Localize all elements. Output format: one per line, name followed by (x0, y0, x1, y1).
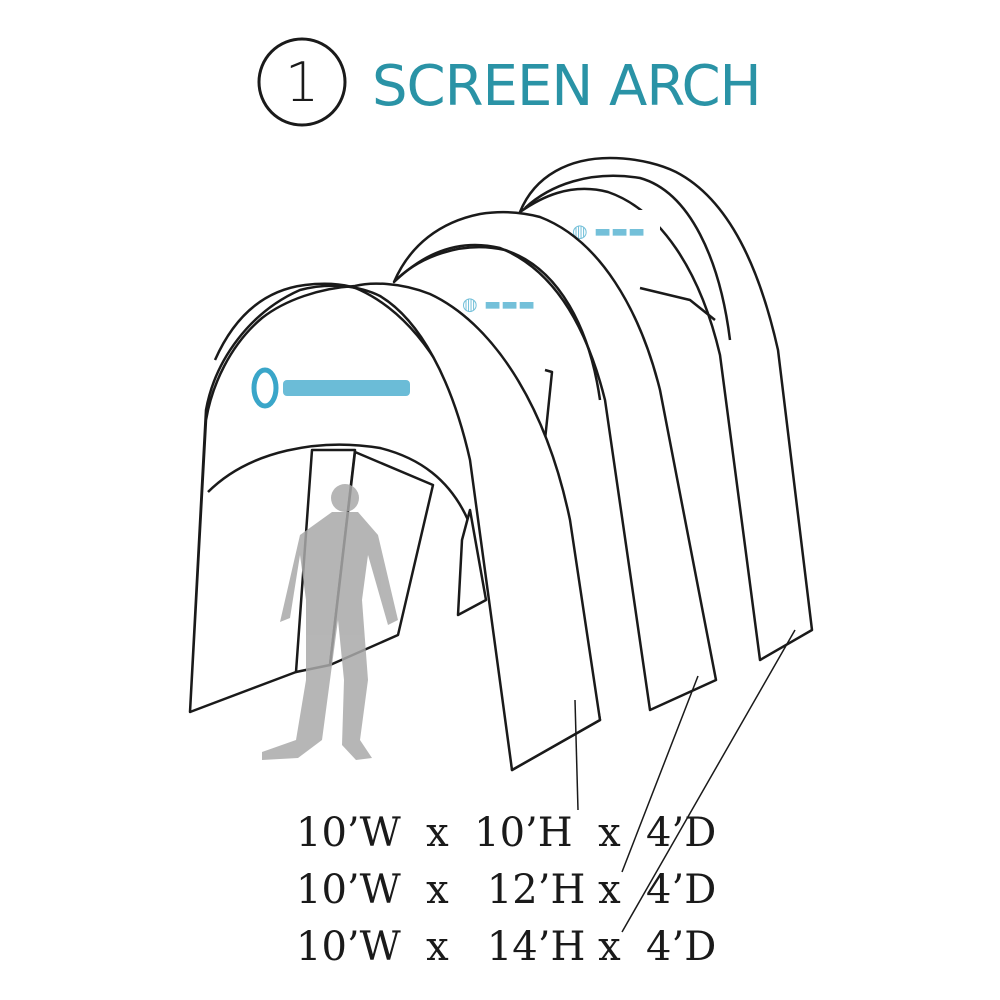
arch-14h-left-leg (639, 286, 716, 321)
arch-14h-logo-mark: ◍ ▬▬▬ (572, 221, 645, 242)
size-label-10h: 10’W x 10’H x 4’D (296, 810, 716, 856)
arch-10h-logo (248, 365, 413, 410)
arch-10h-rear-leg (456, 508, 488, 617)
arch-logo-wordmark (283, 380, 410, 396)
arch-14h-logo: ◍ ▬▬▬ (560, 210, 660, 242)
arch-10h (188, 282, 602, 772)
size-label-14h: 10’W x 14’H x 4’D (296, 924, 716, 970)
leader-line-12h (621, 675, 699, 873)
arch-10h-front-face (188, 282, 602, 772)
arch-10h-opening (207, 443, 472, 541)
leader-line-10h (574, 699, 579, 811)
arch-14h-panel (518, 156, 814, 662)
arch-12h-logo: ◍ ▬▬▬ (462, 294, 535, 315)
size-label-12h: 10’W x 12’H x 4’D (296, 867, 716, 913)
arch-10h-left-base (189, 670, 297, 714)
leader-lines (574, 629, 796, 933)
arch-12h-inner-edge (397, 245, 602, 401)
arch-14h-inner-edge (524, 174, 732, 341)
arch-12h: ◍ ▬▬▬ (392, 210, 718, 712)
arch-logo-swoosh-icon (251, 367, 279, 409)
size-labels: 10’W x 10’H x 4’D 10’W x 12’H x 4’D 10’W… (296, 810, 716, 970)
title-number: 1 (285, 51, 319, 114)
arch-12h-leg (543, 368, 554, 441)
leader-line-14h (621, 629, 796, 933)
human-silhouette-icon (262, 484, 398, 760)
title-number-circle (257, 37, 347, 127)
arch-12h-logo-mark: ◍ ▬▬▬ (462, 294, 535, 315)
title-group: 1 SCREEN ARCH (257, 37, 762, 127)
arch-14h: ◍ ▬▬▬ (518, 156, 814, 662)
title-text: SCREEN ARCH (372, 54, 761, 119)
